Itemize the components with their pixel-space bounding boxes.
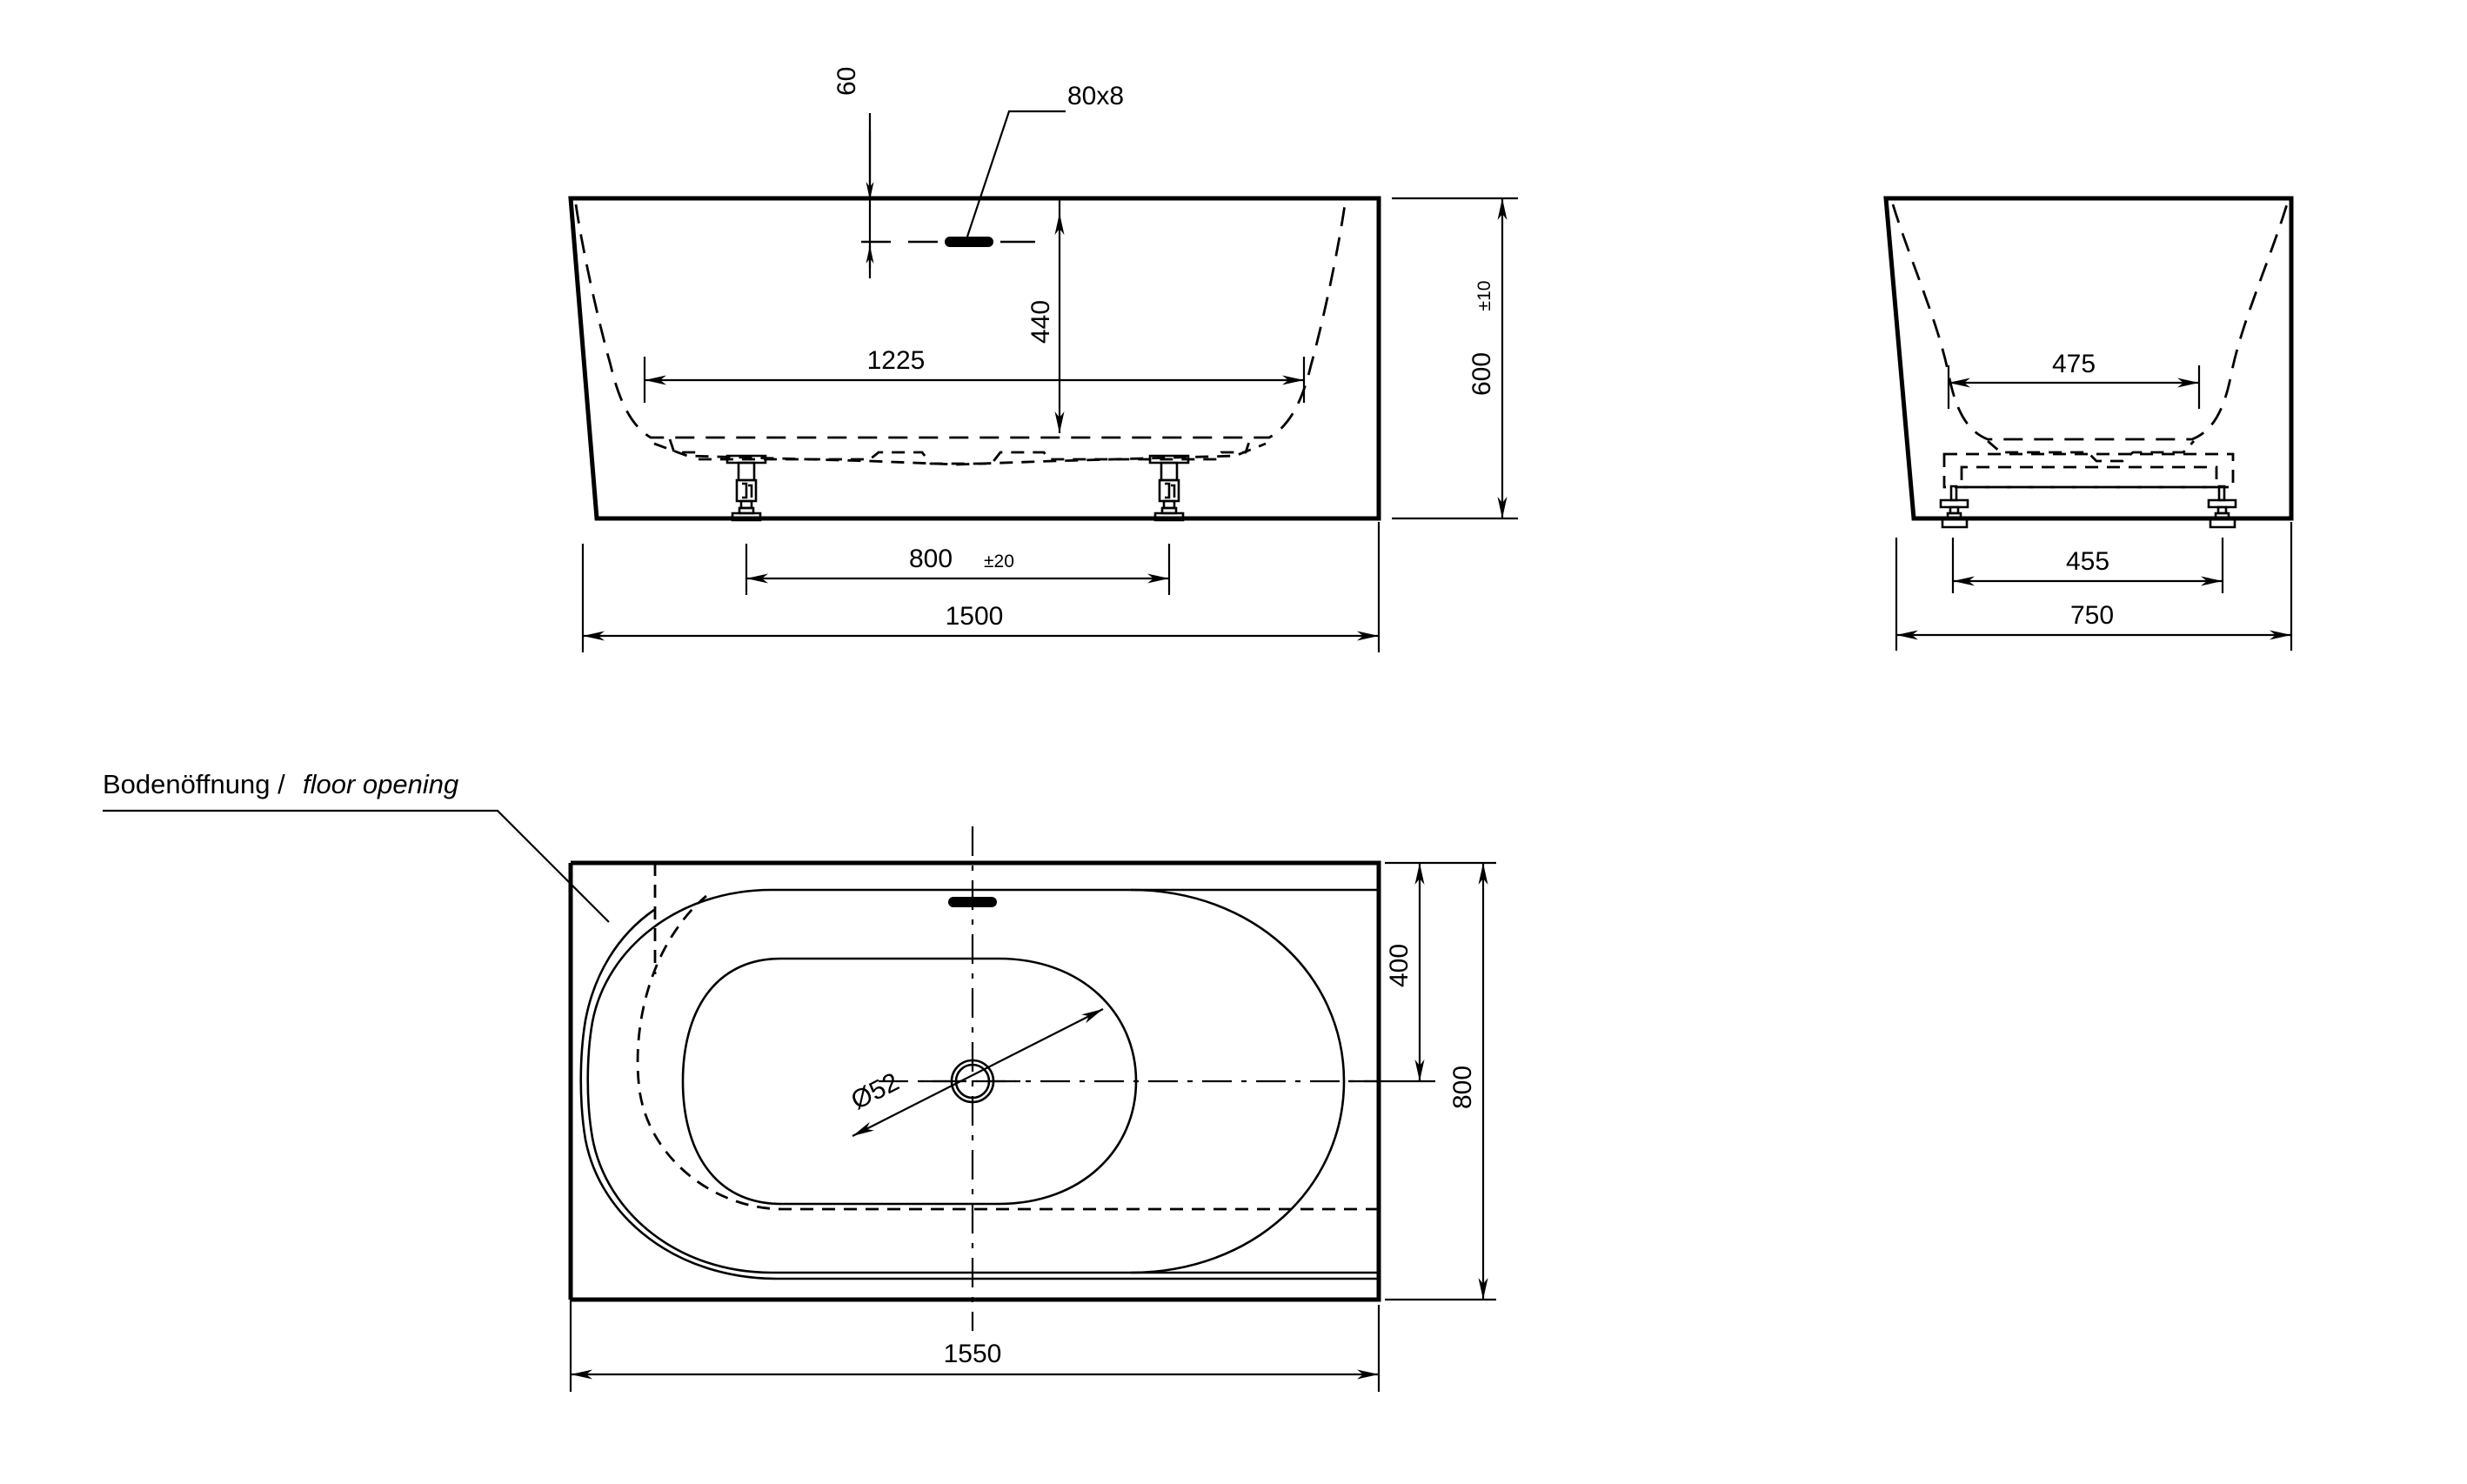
dim-label-80x8: 80x8 <box>1067 82 1124 110</box>
side-support-frame-outer <box>1942 452 2235 489</box>
plan-rim-outer-2 <box>579 908 1379 1280</box>
front-floor-hidden-contour <box>668 438 1252 465</box>
front-elevation-view: 60 80x8 440 1225 800 ±20 1500 <box>568 67 1518 652</box>
dim-label-440: 440 <box>1026 300 1055 344</box>
dim-label-1225: 1225 <box>867 346 926 375</box>
side-floor-hidden-contour <box>1987 439 2196 463</box>
plan-floor-opening-hidden <box>636 894 1379 1211</box>
plan-rim-right-arc <box>1130 888 1346 1274</box>
dim-label-1550: 1550 <box>944 1340 1002 1368</box>
front-overflow-slot <box>945 237 993 247</box>
side-foot-right <box>2207 485 2237 529</box>
dim-label-800-tol: ±20 <box>984 551 1014 572</box>
dim-label-750: 750 <box>2070 601 2114 630</box>
dim-label-diameter: Ø52 <box>846 1067 904 1115</box>
side-basin-hidden-contour <box>1891 204 2289 441</box>
front-foot-right <box>1148 454 1190 522</box>
dim-label-400: 400 <box>1385 944 1414 987</box>
plan-overflow-slot <box>948 897 997 907</box>
dim-label-800: 800 <box>909 545 953 573</box>
plan-rim-outer <box>586 888 1379 1274</box>
dim-label-1500: 1500 <box>946 602 1004 631</box>
front-basin-hidden-contour <box>574 204 1347 439</box>
side-support-frame-inner <box>1960 465 2218 489</box>
dim-label-800-plan: 800 <box>1448 1066 1477 1109</box>
side-body-outline <box>1883 196 2294 521</box>
dim-label-600: 600 <box>1467 352 1496 396</box>
dim-label-475: 475 <box>2052 350 2096 378</box>
plan-basin-outline <box>681 957 1138 1206</box>
dim80x8-leader <box>966 110 1066 237</box>
annotation-label-german: Bodenöffnung / <box>103 769 285 799</box>
front-body-outline <box>568 196 1381 521</box>
front-floor-hidden-contour-2 <box>653 442 1267 466</box>
dim-label-60: 60 <box>832 67 861 96</box>
front-foot-left <box>725 454 767 522</box>
side-foot-left <box>1939 485 1969 529</box>
dim-diameter-leader <box>852 1008 1104 1137</box>
annotation-label-english: floor opening <box>303 769 458 799</box>
plan-view: Ø52 400 800 1550 Bodenöffnung / floor op… <box>103 769 1496 1392</box>
dim-label-600-tol: ±10 <box>1474 281 1494 311</box>
side-elevation-view: 475 455 750 <box>1883 196 2294 651</box>
dim-label-455: 455 <box>2066 547 2109 576</box>
annotation-leader <box>103 809 610 923</box>
